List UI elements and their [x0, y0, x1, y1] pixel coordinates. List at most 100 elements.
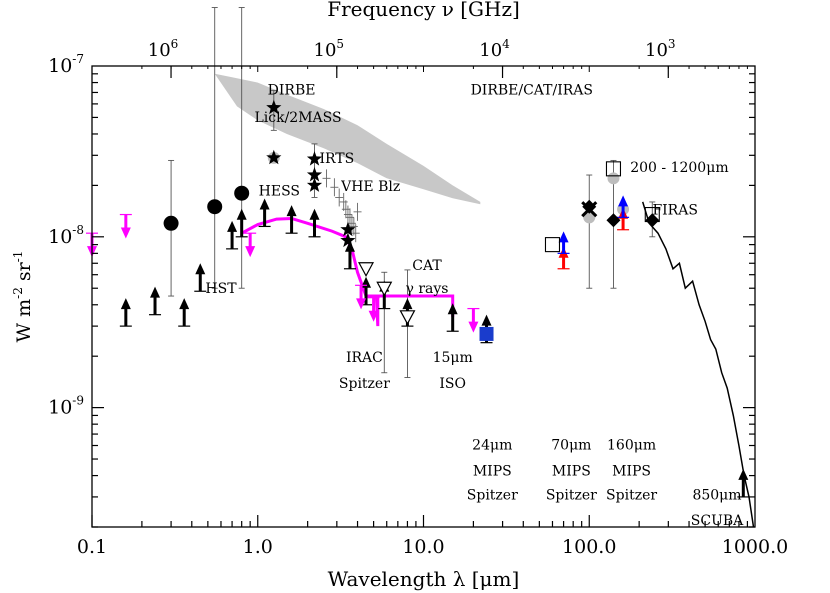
- annotation-label: 70μm: [551, 437, 591, 453]
- x2-tick-base: 10: [479, 40, 502, 61]
- upper-limit-arrow-head: [245, 246, 256, 258]
- x2-tick-label: 103: [645, 37, 676, 61]
- lower-limit-arrow-head: [738, 468, 749, 480]
- annotation-label: MIPS: [552, 464, 591, 480]
- lower-limit-arrow-head: [309, 208, 320, 220]
- annotation-label: DIRBE: [268, 83, 316, 99]
- x-tick-label: 10.0: [402, 536, 444, 558]
- open-triangle-point: [399, 310, 416, 326]
- annotation-label: Spitzer: [546, 487, 597, 503]
- lower-limit-arrow-head: [402, 298, 413, 310]
- y-tick-label: 10-7: [48, 52, 84, 77]
- lower-limit-arrow-head: [150, 286, 161, 298]
- lower-limit-arrow-head: [259, 198, 270, 210]
- annotation-label: FIRAS: [652, 203, 698, 219]
- lower-limit-arrow-head: [195, 263, 206, 275]
- star-point: [340, 221, 356, 237]
- annotation-label: HST: [205, 281, 237, 297]
- x2-tick-base: 10: [645, 40, 668, 61]
- annotation-label: MIPS: [612, 464, 651, 480]
- lower-limit-arrow-head: [447, 303, 458, 315]
- star-point: [266, 99, 282, 115]
- annotation-label: 24μm: [472, 437, 512, 453]
- y-label-exp-1: -2: [11, 287, 25, 299]
- lower-limit-arrow-head: [481, 314, 492, 326]
- diamond-point: [582, 199, 597, 214]
- annotation-label: Lick/2MASS: [254, 110, 341, 126]
- y-tick-label: 10-8: [48, 223, 84, 248]
- firas-curve: [641, 201, 755, 528]
- annotation-layer: DIRBE Lick/2MASS IRTS HESS VHE Blz DIRBE/CAT/…: [205, 83, 744, 530]
- dot-point: [207, 199, 223, 215]
- y-tick-exp: -7: [72, 52, 84, 66]
- x2-tick-label: 105: [314, 37, 345, 61]
- open-triangle-point: [376, 281, 393, 297]
- diamond-point: [645, 213, 660, 228]
- annotation-label: ISO: [439, 376, 466, 392]
- lower-limit-arrow-head: [120, 298, 131, 310]
- x2-tick-exp: 5: [336, 37, 344, 51]
- star-point: [306, 167, 323, 182]
- x2-tick-exp: 6: [171, 37, 179, 51]
- x-tick-label: 0.1: [77, 536, 107, 558]
- annotation-label: HESS: [259, 183, 300, 199]
- annotation-label: MIPS: [473, 464, 512, 480]
- annotation-label: IRTS: [319, 151, 354, 167]
- x-axis-label: Wavelength λ [μm]: [328, 567, 520, 591]
- x-tick-label: 1000.0: [722, 536, 788, 558]
- star-point: [306, 151, 323, 166]
- annotation-label: Spitzer: [606, 487, 657, 503]
- y-tick-base: 10: [48, 397, 72, 419]
- lower-limit-arrow-head: [236, 208, 247, 220]
- lower-limit-arrow-head: [286, 205, 297, 217]
- star-point: [340, 232, 356, 248]
- annotation-label: CAT: [412, 258, 442, 274]
- y-label-exp-2: -1: [11, 251, 25, 263]
- annotation-label: 160μm: [607, 437, 656, 453]
- y-tick-label: 10-9: [48, 394, 84, 419]
- y-label-unit-w: W m: [13, 299, 35, 343]
- x2-tick-label: 104: [479, 37, 510, 61]
- annotation-label: 200 - 1200μm: [630, 160, 728, 176]
- lower-limit-arrow-head: [179, 298, 190, 310]
- x2-tick-base: 10: [314, 40, 337, 61]
- annotation-label: 850μm: [692, 487, 741, 503]
- vhe-blazar-band-layer: [214, 73, 481, 205]
- dot-point: [163, 215, 179, 231]
- x-mark-point: [581, 201, 598, 218]
- diamond-point: [606, 213, 621, 228]
- vhe-blazar-band: [214, 73, 481, 205]
- upper-limit-arrow-head: [120, 227, 131, 239]
- open-square-point: [605, 161, 622, 177]
- top-axis-label: Frequency ν [GHz]: [327, 0, 520, 21]
- open-square-point: [544, 237, 561, 253]
- x-tick-label: 100.0: [562, 536, 616, 558]
- star-point: [306, 177, 323, 192]
- y-tick-base: 10: [48, 226, 72, 248]
- star-point: [266, 149, 282, 165]
- annotation-label: Spitzer: [339, 376, 390, 392]
- y-tick-base: 10: [48, 55, 72, 77]
- blue-square-point: [479, 326, 494, 341]
- upper-limit-arrow-head: [356, 298, 367, 310]
- grey-circle-point: [607, 172, 620, 185]
- y-axis-label: W m-2 sr-1: [11, 251, 35, 343]
- upper-limit-arrow-head: [368, 310, 379, 322]
- data-marks-layer: [86, 7, 755, 528]
- mips-limit-arrow-head: [558, 231, 569, 243]
- x2-tick-exp: 4: [502, 37, 510, 51]
- lower-limit-arrow-head: [344, 240, 355, 252]
- x2-tick-base: 10: [148, 40, 171, 61]
- annotation-label: IRAC: [346, 350, 383, 366]
- annotation-label: DIRBE/CAT/IRAS: [471, 83, 593, 99]
- y-tick-exp: -9: [72, 394, 84, 408]
- upper-limit-arrow-head: [468, 321, 479, 333]
- annotation-label: VHE Blz: [340, 179, 400, 195]
- x2-tick-label: 106: [148, 37, 179, 61]
- lower-limit-arrow-head: [227, 220, 238, 232]
- annotation-label: SCUBA: [691, 513, 744, 529]
- annotation-label: Spitzer: [467, 487, 518, 503]
- y-tick-exp: -8: [72, 223, 84, 237]
